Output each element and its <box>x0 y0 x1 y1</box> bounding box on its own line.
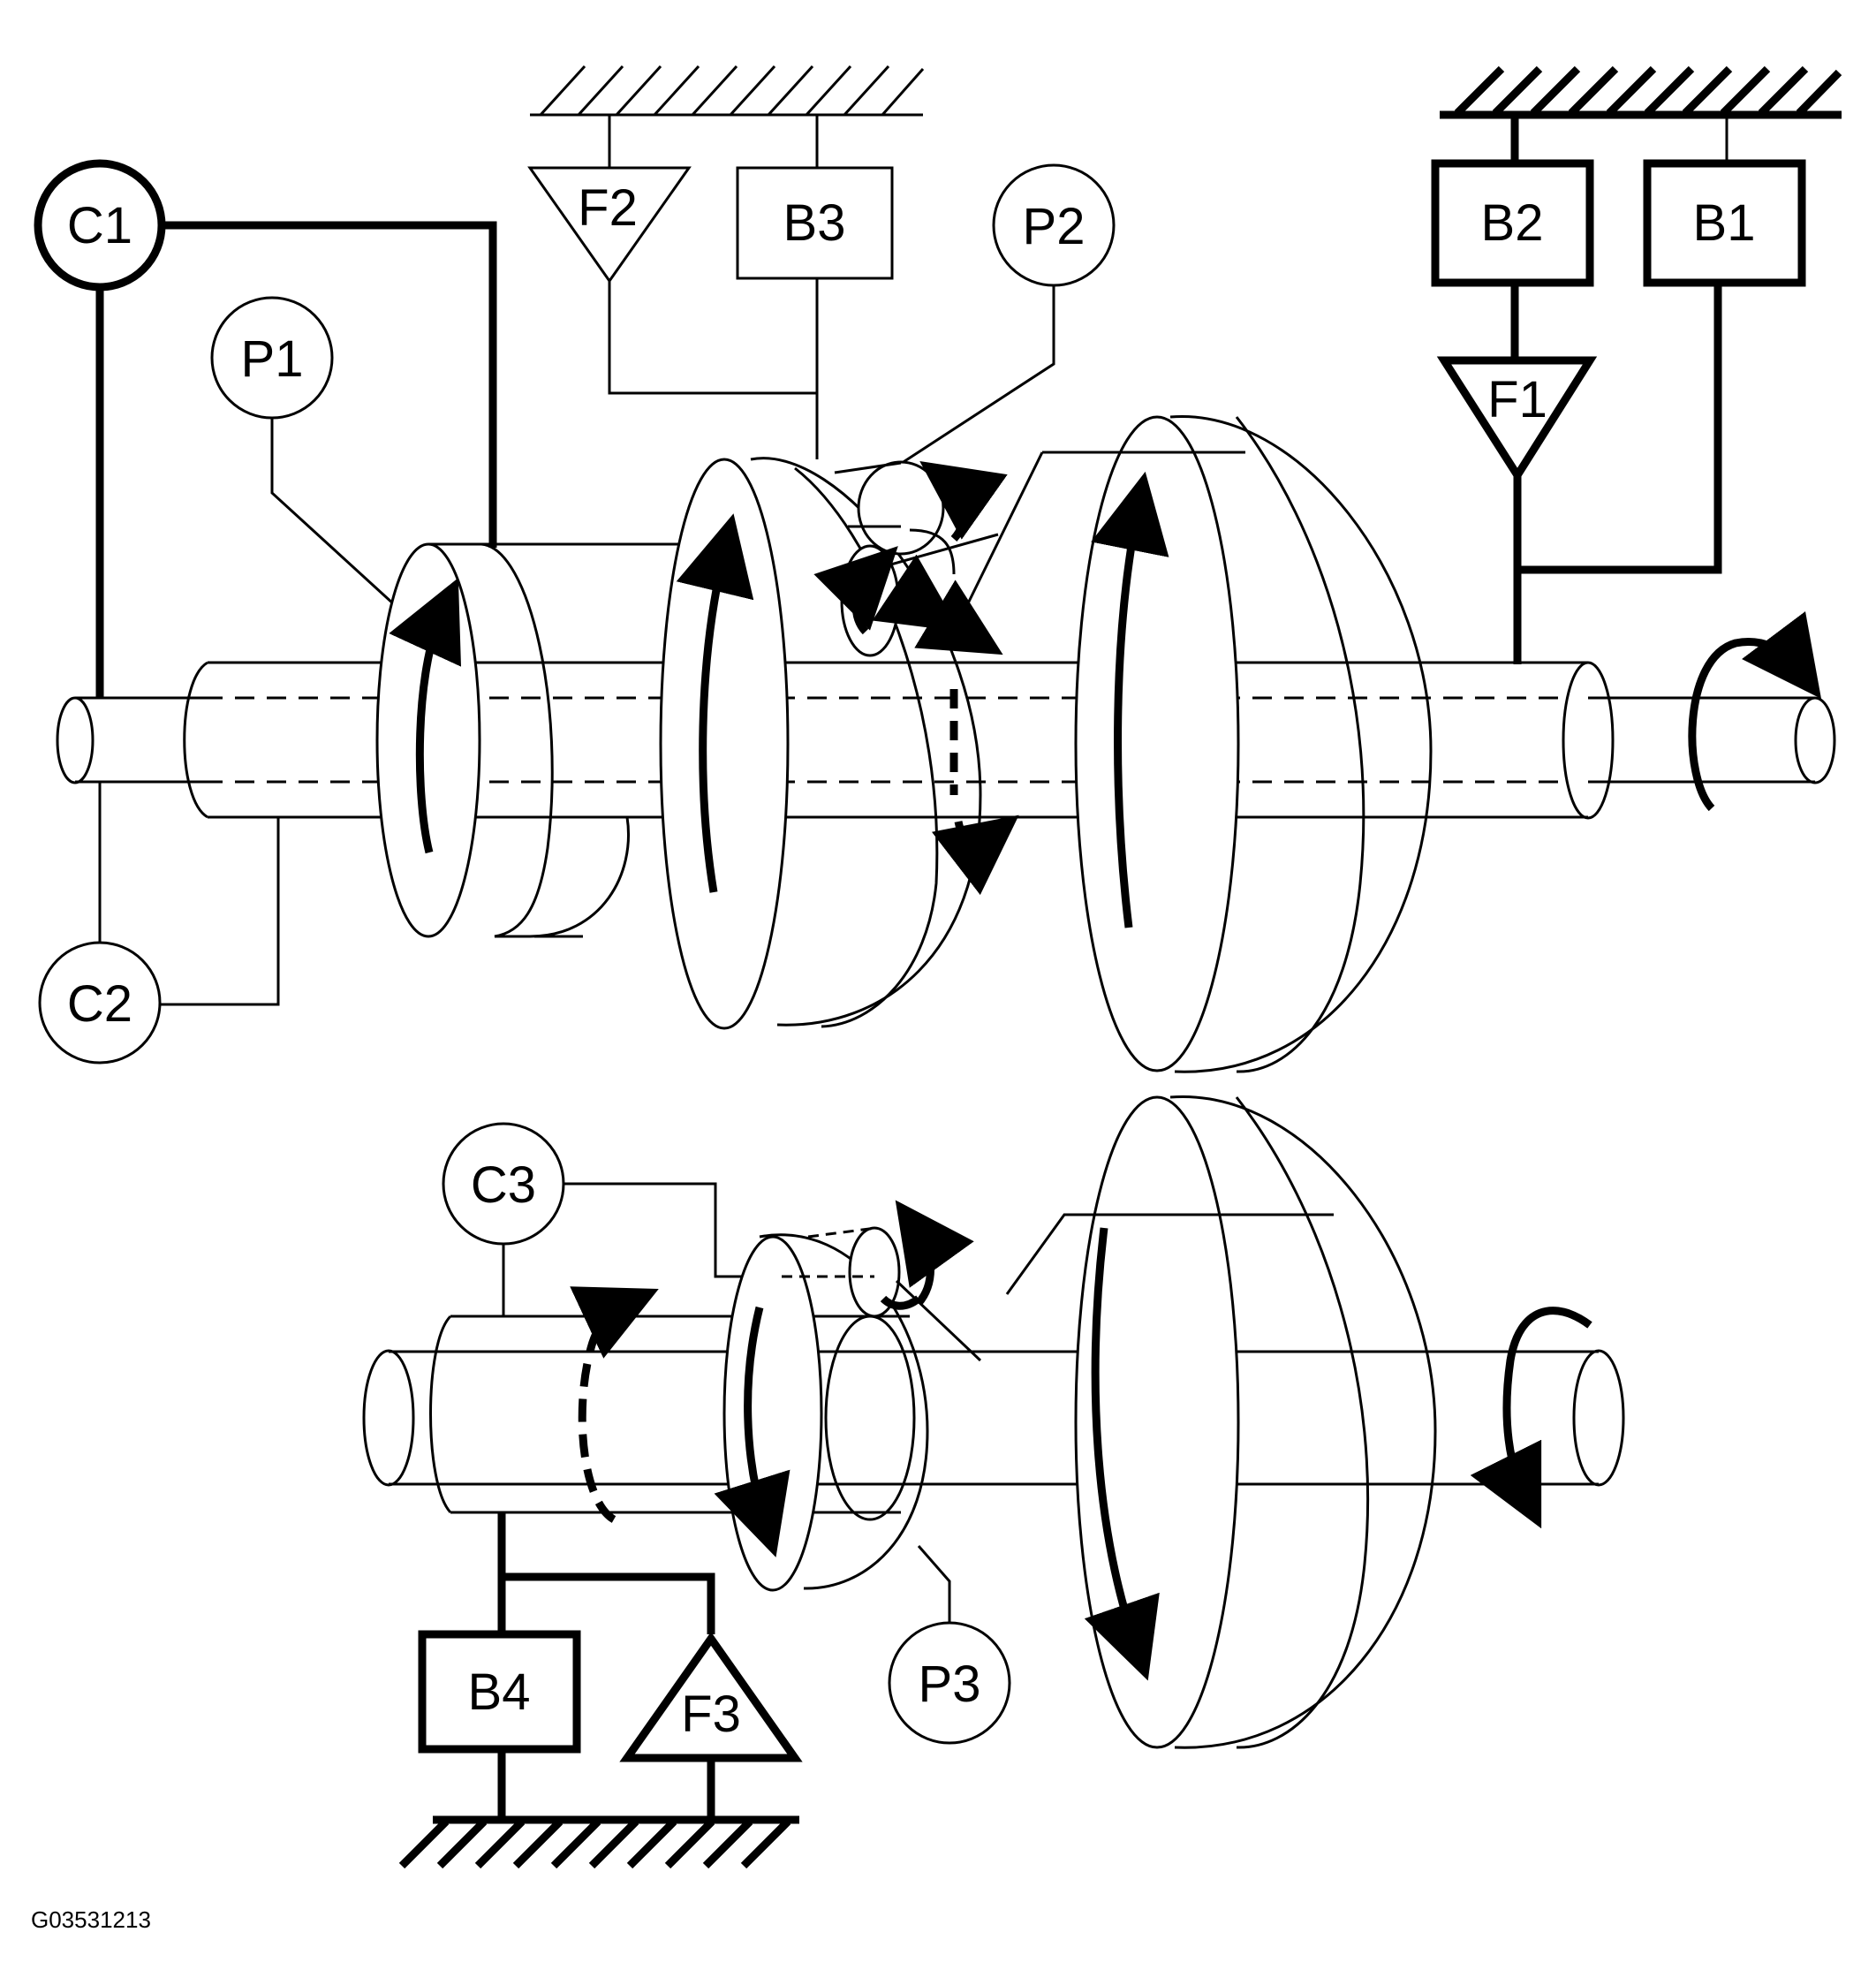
ring-gear-upper <box>965 415 1433 1073</box>
label-p2: P2 <box>1023 198 1086 255</box>
label-b2: B2 <box>1481 194 1544 252</box>
label-b1: B1 <box>1693 194 1756 252</box>
rotation-arrow-lower-output <box>1470 1307 1592 1529</box>
rotation-arrow-p3-ring <box>714 1306 790 1557</box>
brake-b2: B2 <box>1431 115 1594 360</box>
rotation-arrow-p1 <box>389 578 462 854</box>
clutch-c2: C2 <box>38 782 280 1065</box>
rotation-arrow-upper-ring <box>1091 471 1169 928</box>
figure-code: G03531213 <box>31 1906 151 1933</box>
rotation-arrow-p2-pinion-a <box>919 461 1008 542</box>
rotation-arrow-lower-hub <box>570 1286 659 1523</box>
rotation-arrow-upper-output <box>1688 610 1822 812</box>
upper-input-shaft <box>56 696 1563 784</box>
ground-top-right <box>1440 65 1842 119</box>
planetary-set-p1: P1 <box>210 296 406 616</box>
brake-b4: B4 <box>418 1630 581 1820</box>
rotation-arrow-p2-pinion-c <box>813 546 898 635</box>
clutch-c1: C1 <box>34 159 497 698</box>
one-way-clutch-f1: F1 <box>1436 356 1598 664</box>
planet-drum-p1 <box>375 542 698 938</box>
rotation-arrow-lower-ring <box>1084 1227 1160 1681</box>
brake-b3: B3 <box>736 115 894 459</box>
ground-top-left <box>530 64 925 117</box>
ground-bottom <box>398 1815 799 1869</box>
label-c1: C1 <box>67 197 132 254</box>
rotation-arrow-p2-sun-top <box>914 580 1003 655</box>
label-c2: C2 <box>67 975 132 1033</box>
brake-b1: B1 <box>1519 115 1806 574</box>
label-b4: B4 <box>468 1663 531 1721</box>
lower-hub <box>429 1315 910 1514</box>
one-way-clutch-f2: F2 <box>527 115 817 395</box>
label-p1: P1 <box>241 330 304 388</box>
label-f1: F1 <box>1487 371 1547 428</box>
label-c3: C3 <box>471 1156 536 1214</box>
rotation-arrow-p2-ring <box>676 513 754 893</box>
label-p3: P3 <box>919 1656 981 1713</box>
lower-brake-links <box>497 1512 715 1634</box>
planet-drum-p2 <box>659 457 1019 1030</box>
clutch-c3: C3 <box>442 1122 782 1316</box>
planetary-set-p2: P2 <box>893 163 1116 470</box>
rotation-arrow-p3-pinion <box>895 1200 974 1307</box>
rotation-arrow-p2-sun-bottom <box>931 815 1019 896</box>
ring-gear-lower <box>1005 1095 1437 1749</box>
label-f3: F3 <box>681 1686 741 1743</box>
planetary-set-p3: P3 <box>714 1200 1011 1745</box>
one-way-clutch-f3: F3 <box>619 1632 803 1820</box>
label-f2: F2 <box>578 179 638 237</box>
label-b3: B3 <box>783 194 846 252</box>
